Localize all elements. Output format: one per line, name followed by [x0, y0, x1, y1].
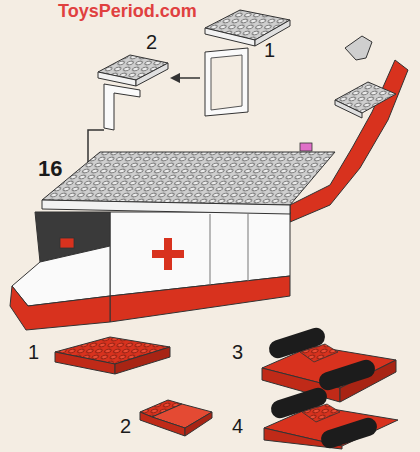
part-plate — [205, 10, 290, 46]
part-plate-bracket — [98, 55, 168, 130]
watermark: ToysPeriod.com — [58, 2, 197, 20]
helicopter — [10, 36, 408, 330]
step-number: 16 — [38, 158, 62, 180]
engine-assembly — [264, 385, 398, 450]
callout-number: 2 — [120, 416, 131, 436]
callout-number: 3 — [232, 342, 243, 362]
callout-number: 1 — [28, 342, 39, 362]
red-plate — [55, 337, 170, 374]
engine-assembly — [262, 325, 396, 402]
callout-number: 1 — [264, 40, 275, 60]
red-wedge — [140, 400, 212, 436]
assembly-arrow — [172, 77, 200, 79]
window-frame — [205, 48, 248, 116]
callout-number: 2 — [146, 32, 157, 52]
callout-number: 4 — [232, 416, 243, 436]
